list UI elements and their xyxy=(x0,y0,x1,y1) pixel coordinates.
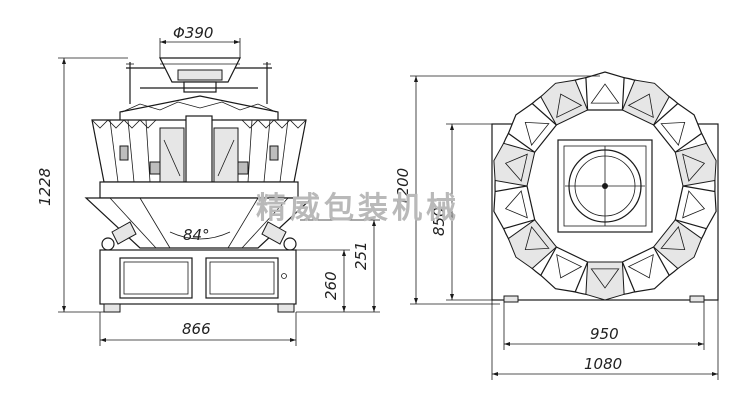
bucket-inner xyxy=(556,93,583,118)
base-frame xyxy=(99,249,297,313)
bucket-inner xyxy=(504,153,528,182)
base-height-b-label: 251 xyxy=(352,241,370,270)
outer-size-label: 1200 xyxy=(394,168,412,206)
bucket-inner xyxy=(682,190,706,219)
bucket-wedge xyxy=(540,246,589,293)
base-height-a-label: 260 xyxy=(322,271,340,300)
watermark: 精威包装机械 xyxy=(256,191,460,226)
bucket-inner xyxy=(682,153,706,182)
frame-width-label: 950 xyxy=(590,325,619,343)
bucket-wedge xyxy=(585,71,625,111)
bucket-wedge xyxy=(652,219,703,270)
bucket-inner xyxy=(590,83,620,104)
bucket-wedge xyxy=(674,142,717,187)
cone-angle-label: 84° xyxy=(183,226,210,244)
front-view: Φ390 1228 84° 260 251 xyxy=(36,24,380,346)
bucket-inner xyxy=(504,190,528,219)
bucket-inner xyxy=(627,254,654,279)
hopper-diameter-label: Φ390 xyxy=(173,24,213,42)
bucket-inner xyxy=(660,121,686,146)
center-hub xyxy=(557,139,653,233)
feed-hopper xyxy=(126,57,272,104)
bucket-wedge xyxy=(507,219,558,270)
bucket-wedge xyxy=(493,185,536,230)
inner-size-label: 850 xyxy=(430,207,448,236)
bucket-wedge xyxy=(621,246,670,293)
bucket-wedge xyxy=(507,102,558,154)
top-view: 1200 850 950 1080 xyxy=(394,71,719,380)
overall-height-label: 1228 xyxy=(36,168,54,206)
bucket-inner xyxy=(660,226,686,251)
bucket-inner xyxy=(627,93,654,118)
bucket-inner xyxy=(524,121,550,146)
bucket-body xyxy=(91,115,307,201)
bucket-inner xyxy=(590,268,620,289)
bucket-wedge xyxy=(621,79,670,126)
bucket-inner xyxy=(556,254,583,279)
bucket-wedge xyxy=(585,261,625,301)
bucket-wedge xyxy=(493,142,536,187)
bucket-wedge xyxy=(652,102,703,154)
bucket-wedge xyxy=(540,79,589,126)
discharge-chute xyxy=(84,197,314,251)
bucket-wedge xyxy=(674,185,717,230)
base-width-label: 866 xyxy=(182,320,211,338)
overall-width-label: 1080 xyxy=(584,355,622,373)
bucket-inner xyxy=(524,226,550,251)
top-dimensions: 1200 850 950 1080 xyxy=(394,75,719,380)
front-dimensions: Φ390 1228 84° 260 251 xyxy=(36,24,380,346)
